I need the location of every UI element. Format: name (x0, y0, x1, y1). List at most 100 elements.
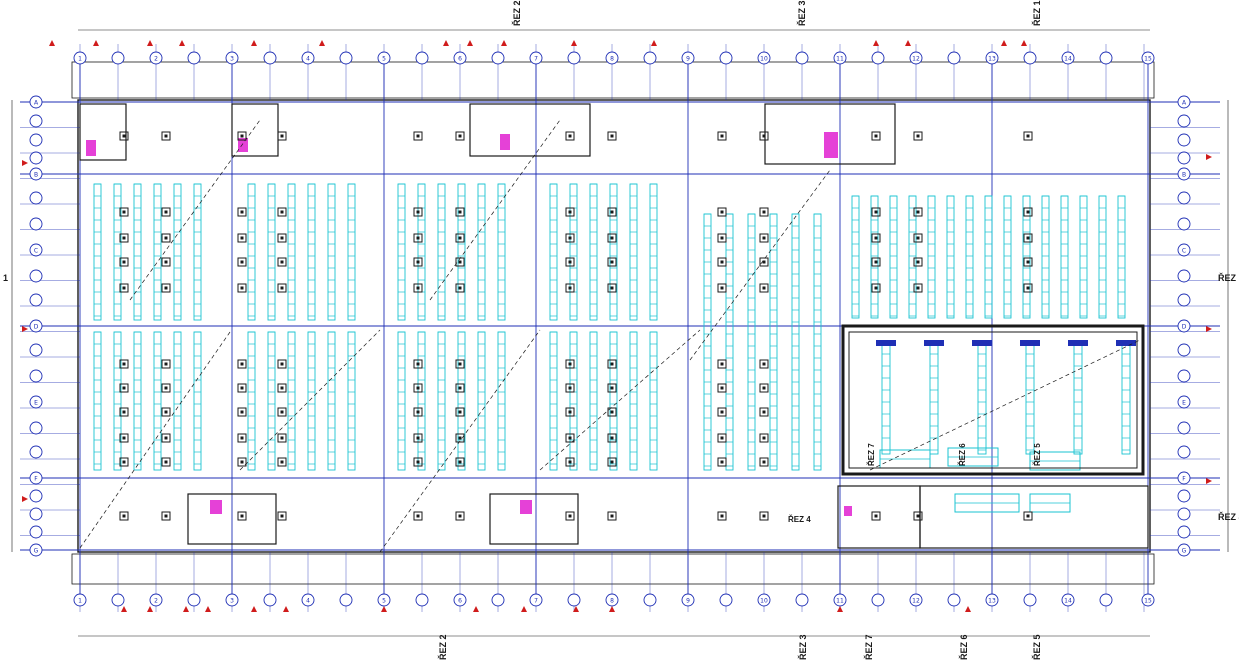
column (455, 457, 465, 467)
column-core (458, 362, 462, 366)
column (237, 511, 247, 521)
column (413, 207, 423, 217)
axis-bubble-label: 1 (78, 598, 82, 605)
fire-marker (1206, 154, 1212, 160)
column-core (164, 210, 168, 214)
axis-bubble (339, 51, 353, 65)
section-label-rez2-top: ŘEZ 2 (511, 0, 522, 26)
column (1023, 131, 1033, 141)
column (607, 511, 617, 521)
column-core (240, 236, 244, 240)
fire-marker (251, 606, 257, 612)
column-core (458, 410, 462, 414)
axis-bubble (1177, 395, 1191, 409)
axis-bubble (1177, 471, 1191, 485)
fire-equipment-markers (22, 40, 1212, 612)
column (871, 283, 881, 293)
axis-bubble-label: 4 (306, 598, 310, 605)
column-core (874, 286, 878, 290)
axis-bubble-label: D (34, 324, 39, 331)
column-core (762, 260, 766, 264)
column (161, 383, 171, 393)
axis-bubble-label: 6 (458, 56, 462, 63)
axis-bubble (1177, 489, 1191, 503)
axis-bubble (1177, 369, 1191, 383)
column (607, 207, 617, 217)
column (237, 233, 247, 243)
axis-bubble-label: 13 (988, 56, 996, 63)
section-label-rez5-mid: ŘEZ 5 (1033, 443, 1042, 466)
column (607, 233, 617, 243)
column (717, 257, 727, 267)
axis-bubble (29, 489, 43, 503)
axis-bubble (1177, 507, 1191, 521)
axis-bubble-label: F (34, 476, 38, 483)
axis-bubble (29, 151, 43, 165)
axis-bubble (681, 51, 695, 65)
column-core (122, 210, 126, 214)
column-core (610, 286, 614, 290)
column-core (458, 134, 462, 138)
axis-bubble (833, 593, 847, 607)
column (413, 383, 423, 393)
column (759, 433, 769, 443)
column-core (164, 236, 168, 240)
fire-marker (319, 40, 325, 46)
axis-bubble (1141, 593, 1155, 607)
fire-marker (837, 606, 843, 612)
column (455, 433, 465, 443)
column-core (416, 362, 420, 366)
section-label-rez6-bottom: ŘEZ 6 (958, 634, 969, 660)
axis-bubble (73, 51, 87, 65)
axis-bubble-label: 14 (1064, 598, 1072, 605)
column (759, 283, 769, 293)
fire-marker (651, 40, 657, 46)
column (119, 207, 129, 217)
axis-bubble-label: C (34, 248, 38, 255)
column-core (240, 286, 244, 290)
fire-marker (381, 606, 387, 612)
column-core (874, 210, 878, 214)
axis-bubble-label: 13 (988, 598, 996, 605)
axis-bubble (1177, 269, 1191, 283)
column (237, 207, 247, 217)
axis-bubble-label: 15 (1144, 56, 1152, 63)
axis-bubbles: 1122334455667788991010111112121313141415… (29, 51, 1191, 607)
column-core (240, 210, 244, 214)
fire-marker (1206, 478, 1212, 484)
column (871, 207, 881, 217)
fire-marker (873, 40, 879, 46)
axis-bubble (1177, 445, 1191, 459)
axis-bubble (29, 471, 43, 485)
fire-marker (49, 40, 55, 46)
cold-storage-room (841, 324, 1145, 476)
column-core (122, 386, 126, 390)
axis-bubble-label: 3 (230, 56, 234, 63)
axis-bubble-label: 7 (534, 598, 538, 605)
column-core (1026, 210, 1030, 214)
column (759, 233, 769, 243)
column (913, 207, 923, 217)
axis-bubble-label: 10 (760, 598, 768, 605)
column-core (280, 410, 284, 414)
column (913, 283, 923, 293)
column (161, 283, 171, 293)
column-core (280, 514, 284, 518)
section-label-rez1-top: ŘEZ 1 (1031, 0, 1042, 26)
column-core (164, 436, 168, 440)
column (413, 233, 423, 243)
axis-bubble-label: G (34, 548, 39, 555)
axis-bubble (29, 114, 43, 128)
column (119, 433, 129, 443)
column-core (280, 286, 284, 290)
axis-bubble (1177, 243, 1191, 257)
axis-bubble-label: E (34, 400, 38, 407)
axis-bubble (225, 51, 239, 65)
column (913, 257, 923, 267)
column (277, 257, 287, 267)
axis-bubble (1177, 151, 1191, 165)
column (161, 433, 171, 443)
column-core (1026, 236, 1030, 240)
column-core (416, 410, 420, 414)
axis-bubble (187, 51, 201, 65)
